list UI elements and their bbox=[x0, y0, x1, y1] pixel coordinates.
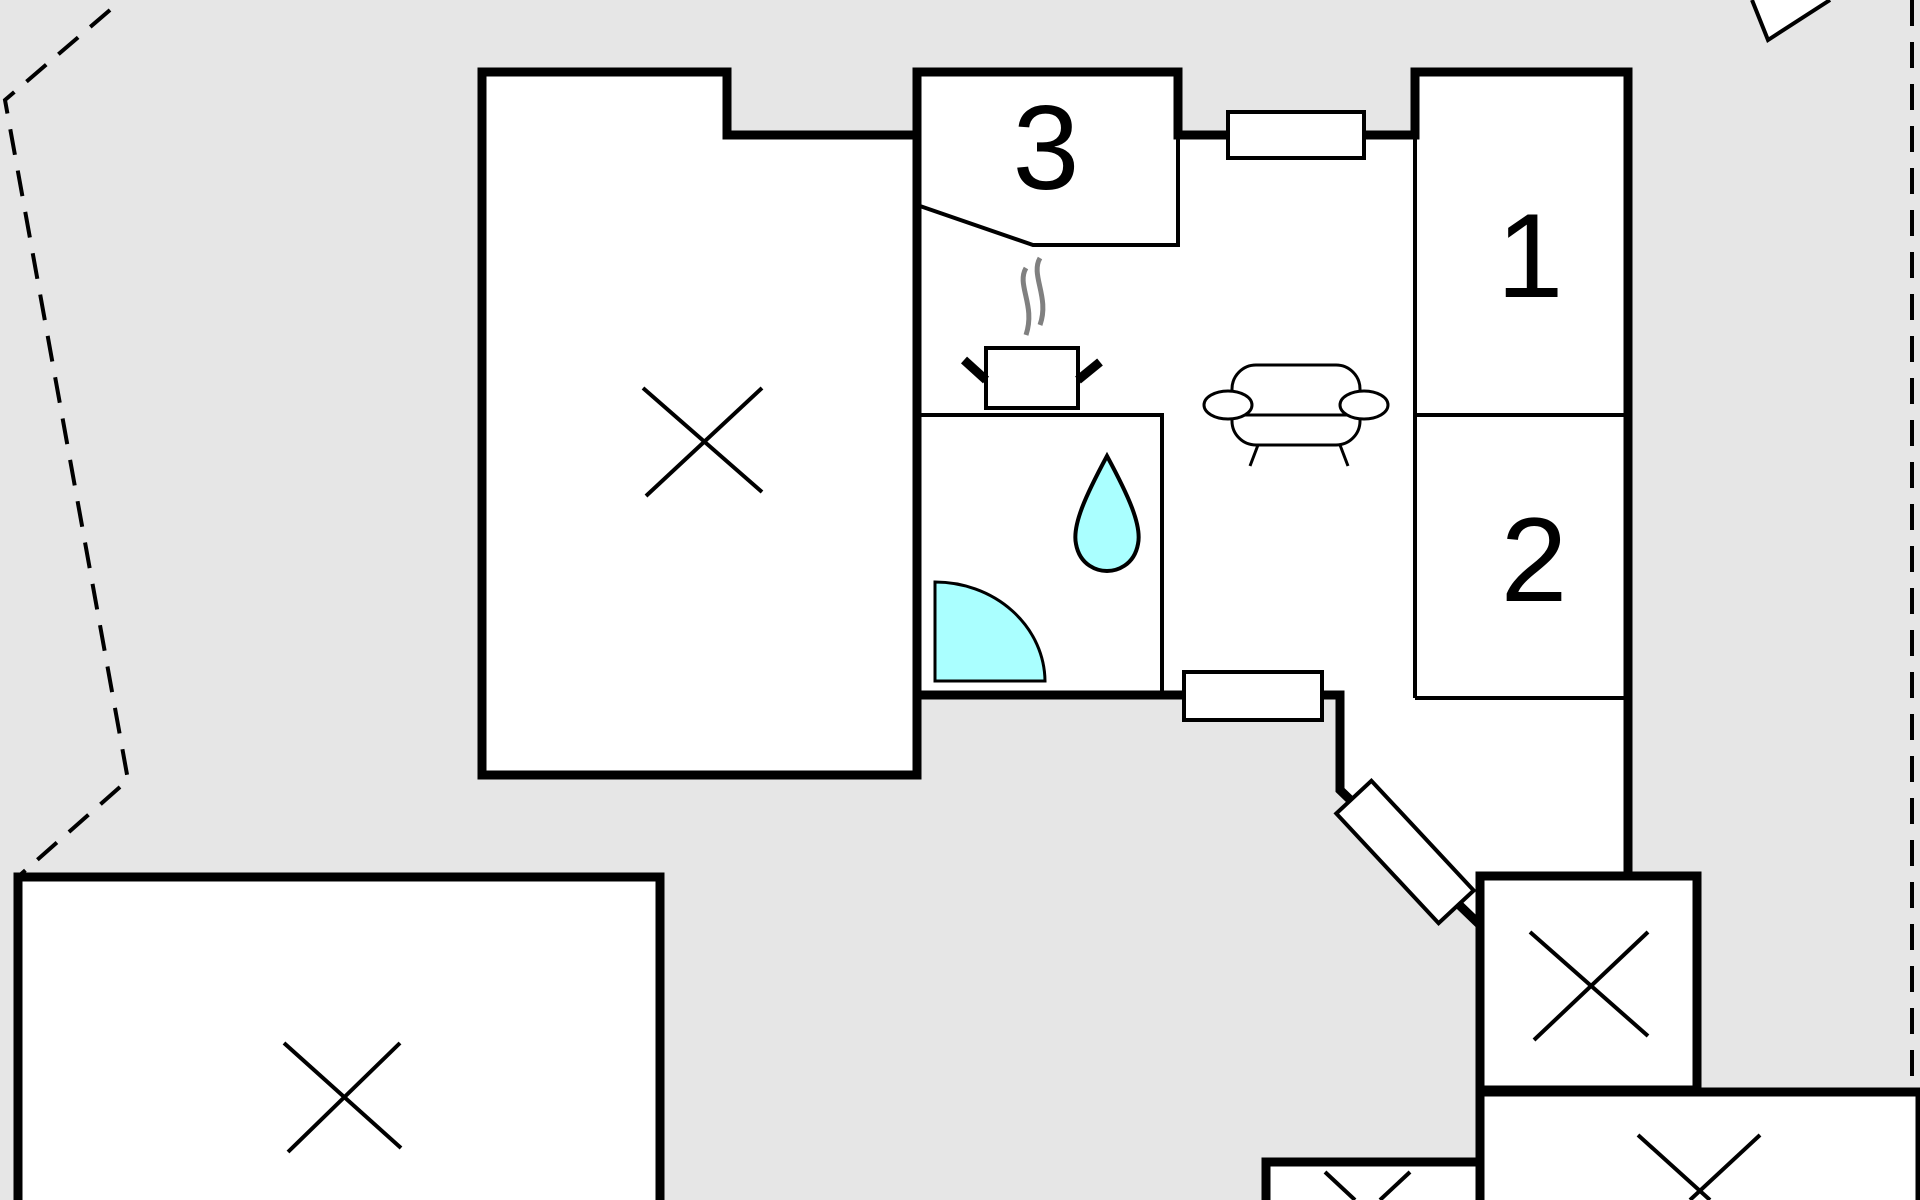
annex-right bbox=[1475, 871, 1702, 1095]
interior-walls bbox=[916, 135, 1628, 700]
sofa-icon bbox=[1202, 363, 1390, 467]
outbuilding-bottom-left bbox=[13, 872, 665, 1200]
room-label-1: 1 bbox=[1497, 189, 1564, 323]
window-top bbox=[1226, 110, 1366, 160]
property-boundary bbox=[2, 0, 1914, 1095]
cross-mark-icon bbox=[641, 386, 764, 498]
cross-mark-icon bbox=[1528, 930, 1650, 1042]
outbuilding-bottom-right bbox=[1475, 1087, 1920, 1200]
water-drop-icon bbox=[1073, 451, 1141, 574]
cross-mark-icon bbox=[282, 1041, 403, 1154]
cross-mark-icon bbox=[1323, 1170, 1412, 1200]
steaming-pot-icon bbox=[960, 256, 1103, 410]
window-diagonal bbox=[1333, 777, 1477, 927]
windows bbox=[1182, 110, 1477, 927]
room-label-2: 2 bbox=[1501, 493, 1568, 627]
window-entrance bbox=[1182, 670, 1324, 722]
outbuilding-bottom-center bbox=[1261, 1157, 1485, 1200]
corner-structure bbox=[1750, 0, 1832, 43]
outbuilding-left bbox=[477, 67, 922, 780]
shower-tray-icon bbox=[933, 580, 1047, 683]
room-label-3: 3 bbox=[1013, 81, 1080, 215]
cross-mark-icon bbox=[1636, 1133, 1762, 1200]
